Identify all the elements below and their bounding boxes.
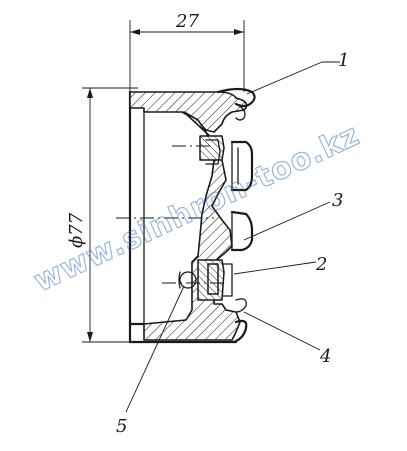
upper-nozzle: [199, 135, 254, 192]
leader-line-1: [246, 61, 323, 95]
rolled-edge-bottom-upper: [235, 298, 247, 313]
nozzle-insert: [205, 139, 221, 165]
dimension-width: 27: [129, 11, 245, 92]
center-lines: [116, 145, 226, 284]
leader-line-5: [125, 285, 185, 413]
rolled-edge-bottom: [232, 319, 248, 344]
valve-insert: [207, 263, 219, 295]
width-dimension-label: 27: [175, 11, 199, 32]
mid-cap: [230, 210, 254, 252]
callouts: 1 2 3 4 5: [116, 50, 349, 437]
arrowhead-right: [234, 29, 244, 35]
valve-ball: [179, 271, 197, 289]
diameter-dimension-label: ϕ77: [66, 212, 87, 248]
rolled-edge-top: [216, 87, 256, 108]
arrowhead-top: [87, 88, 93, 98]
dimension-diameter: ϕ77: [66, 87, 138, 343]
arrowhead-bottom: [87, 332, 93, 342]
housing-section: [128, 87, 256, 344]
leader-line-2: [233, 261, 317, 275]
rolled-edge-top-inner: [235, 103, 246, 121]
leader-line-3: [243, 201, 331, 241]
arrowhead-left: [130, 29, 140, 35]
mid-cap-body: [230, 210, 254, 252]
leader-line-4: [243, 311, 321, 351]
valve-ball-seat: [178, 271, 181, 289]
callout-4: 4: [319, 346, 331, 367]
nozzle-cap: [230, 140, 254, 192]
callout-3: 3: [332, 190, 343, 211]
valve-cap: [221, 263, 233, 297]
callout-2: 2: [315, 254, 327, 275]
callout-5: 5: [116, 416, 127, 437]
lower-valve: [178, 259, 233, 301]
callout-1: 1: [338, 50, 349, 71]
top-flange: [129, 91, 248, 133]
